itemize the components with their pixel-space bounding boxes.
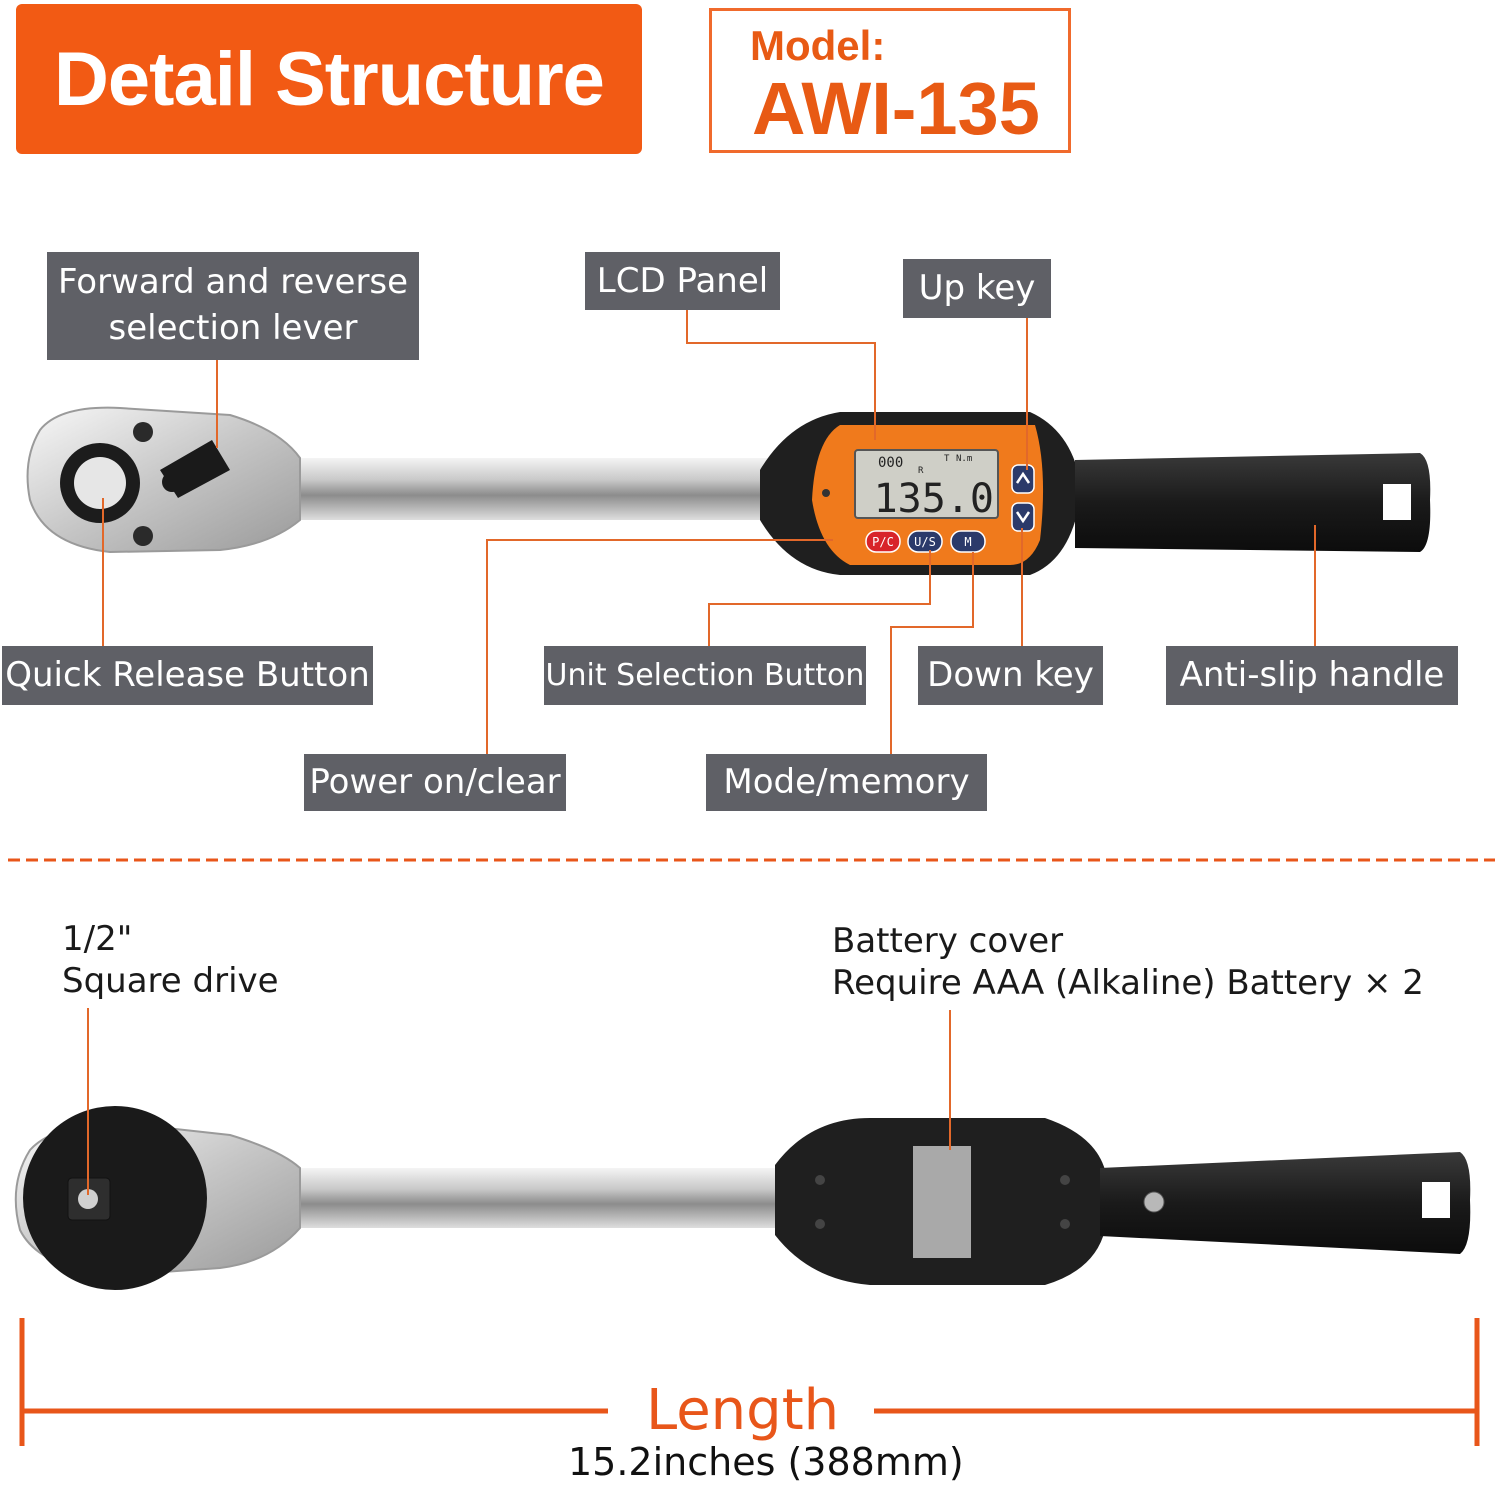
anti-slip-callout: Anti-slip handle [1166,646,1458,705]
bottom-leader-lines [87,1008,951,1195]
lcd-flag-r: R [918,466,924,476]
square-drive-housing [23,1106,207,1290]
page-title: Detail Structure [16,4,642,154]
mode-memory-key[interactable] [950,530,986,553]
unit-selection-key[interactable] [907,530,943,553]
power-clear-callout: Power on/clear [304,754,566,811]
square-drive-size: 1/2" [62,919,133,959]
top-leader-lines [102,310,1316,754]
down-key[interactable] [1011,502,1035,532]
battery-requirement: Require AAA (Alkaline) Battery × 2 [832,963,1424,1003]
model-label: Model: [750,22,886,69]
lcd-unit: N.m [956,454,972,464]
bottom-shaft [280,1168,800,1228]
length-label: Length [646,1378,840,1443]
unit-selection-callout: Unit Selection Button [544,646,866,705]
lcd-screen [854,449,999,519]
quick-release-button-shape [74,457,126,509]
down-key-callout: Down key [918,646,1103,705]
up-key[interactable] [1011,464,1035,494]
chevron-down-icon [1015,511,1031,524]
up-key-callout: Up key [903,259,1051,318]
battery-label-plate [913,1146,971,1258]
forward-reverse-callout: Forward and reverse selection lever [47,252,419,360]
top-shaft [280,458,800,520]
bottom-wrench [14,1106,1471,1290]
length-value: 15.2inches (388mm) [568,1440,964,1484]
m-key-label: M [964,535,971,549]
us-key-label: U/S [914,535,936,549]
chevron-up-icon [1015,471,1031,484]
forward-reverse-line2: selection lever [108,308,358,348]
power-clear-key[interactable] [865,530,901,553]
quick-release-callout: Quick Release Button [2,646,373,705]
lcd-reading: 135.0 [874,476,994,522]
bottom-hang-hole [1422,1182,1450,1218]
lcd-small-reading: 000 [878,455,903,471]
battery-cover-title: Battery cover [832,921,1064,961]
top-wrench: 135.0 000 R T N.m P/C U/S M [26,406,1431,575]
square-drive-label: 1/2" Square drive [62,918,279,1002]
bottom-anti-slip-handle [1100,1152,1471,1254]
mode-memory-callout: Mode/memory [706,754,987,811]
top-anti-slip-handle [1075,453,1431,552]
pc-key-label: P/C [872,535,894,549]
lcd-panel-callout: LCD Panel [585,252,780,310]
forward-reverse-line1: Forward and reverse [57,262,409,302]
top-hang-hole [1383,484,1411,520]
battery-cover-label: Battery cover Require AAA (Alkaline) Bat… [832,920,1424,1004]
model-box [709,8,1071,153]
model-value: AWI-135 [752,67,1040,150]
length-dimension [19,1318,1480,1446]
lcd-flag-t: T [944,454,950,464]
square-drive-text: Square drive [62,961,279,1001]
